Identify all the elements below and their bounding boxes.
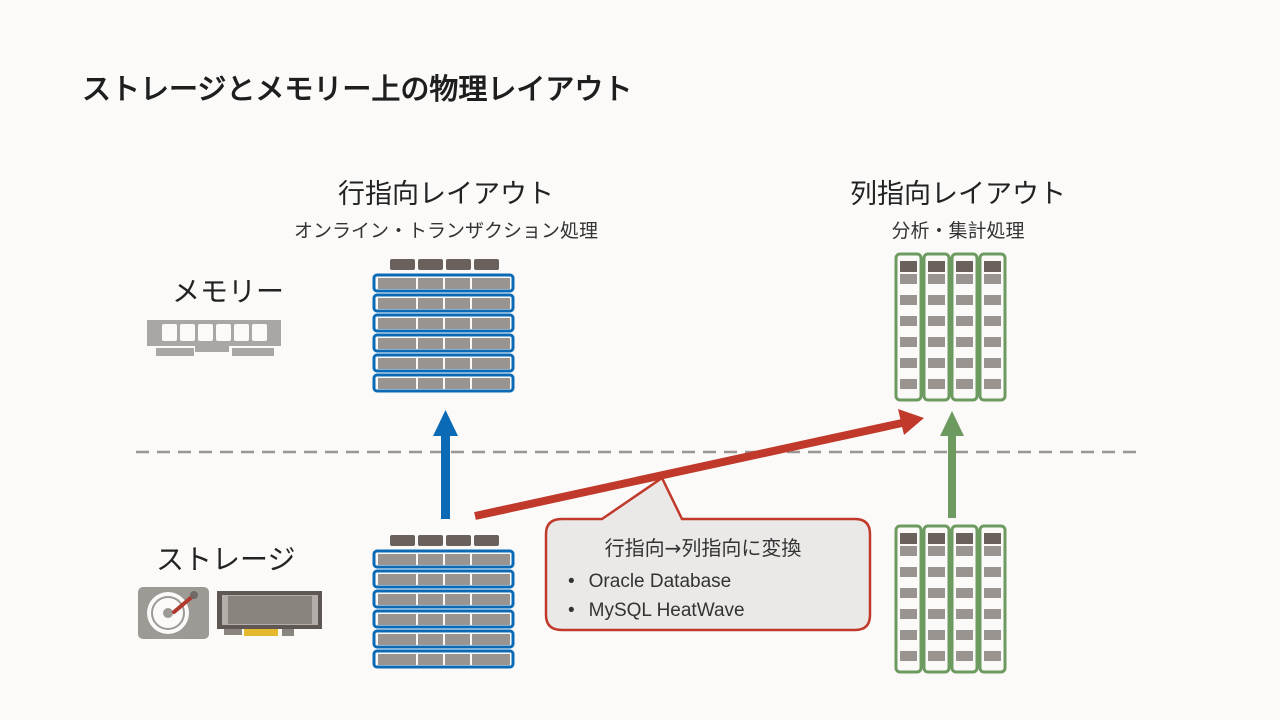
column-layout-subheading: 分析・集計処理	[891, 220, 1025, 242]
column-layout-memory-block	[894, 252, 1007, 402]
conversion-arrow	[474, 409, 924, 520]
column-load-arrow	[940, 411, 964, 518]
row-layout-subheading: オンライン・トランザクション処理	[293, 220, 598, 242]
column-layout-storage-block	[894, 524, 1007, 674]
row-layout-storage-block	[372, 535, 515, 669]
callout-heading: 行指向→列指向に変換	[604, 536, 802, 560]
page-title: ストレージとメモリー上の物理レイアウト	[82, 72, 633, 106]
ssd-card-icon	[217, 591, 322, 636]
hard-disk-icon	[138, 587, 209, 639]
callout-item-oracle: Oracle Database	[589, 567, 866, 596]
row-layout-memory-block	[372, 259, 515, 393]
callout-item-mysql: MySQL HeatWave	[589, 596, 866, 625]
memory-tier-label: メモリー	[172, 275, 285, 308]
row-layout-heading: 行指向レイアウト	[338, 179, 554, 210]
callout-list: Oracle Database MySQL HeatWave	[548, 567, 866, 625]
storage-tier-label: ストレージ	[156, 543, 296, 576]
memory-module-icon	[147, 320, 281, 356]
row-load-arrow	[433, 410, 458, 519]
callout-content: 行指向→列指向に変換 Oracle Database MySQL HeatWav…	[548, 532, 866, 625]
column-layout-heading: 列指向レイアウト	[850, 179, 1066, 210]
